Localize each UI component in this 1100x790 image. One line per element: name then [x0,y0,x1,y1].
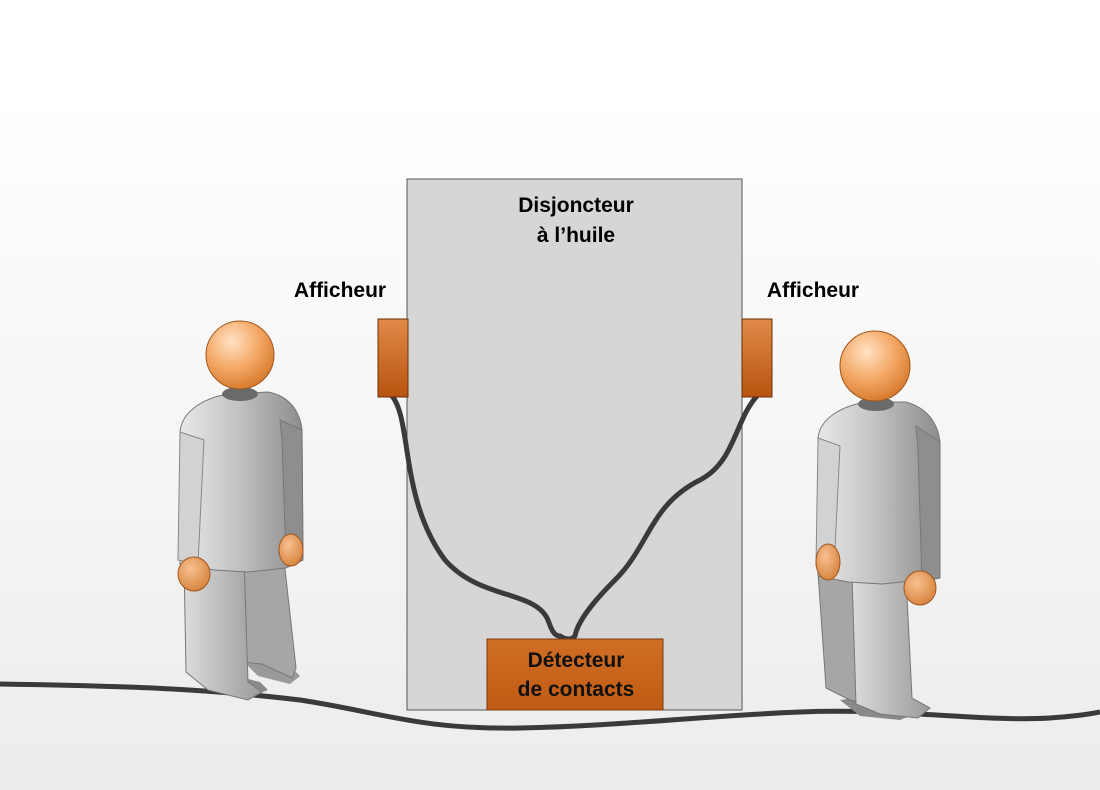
display-right-label: Afficheur [766,279,860,302]
display-left [377,318,409,398]
breaker-title: Disjoncteur à l’huile [466,191,686,251]
contact-detector [486,638,664,711]
oil-circuit-breaker [406,178,743,711]
cable-left [389,393,563,639]
detector-label: Détecteur de contacts [488,646,664,704]
person-left [177,320,304,701]
display-left-label: Afficheur [293,279,387,302]
person-right [815,330,941,720]
breaker-title-line1: Disjoncteur [518,194,634,217]
detector-label-line1: Détecteur [527,649,625,672]
display-right [741,318,773,398]
detector-label-line2: de contacts [517,678,635,701]
breaker-title-line2: à l’huile [536,224,616,247]
cable-right [557,393,760,642]
